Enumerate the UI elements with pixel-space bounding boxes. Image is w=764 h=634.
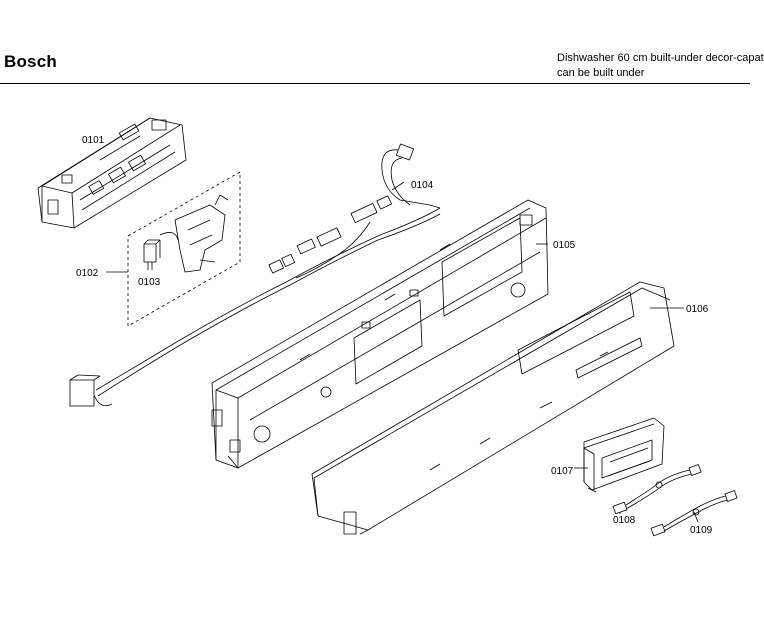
part-0102-sensor-assembly[interactable] <box>159 194 229 273</box>
label-0105: 0105 <box>553 240 576 251</box>
header-divider <box>0 83 750 84</box>
part-0106-fascia[interactable] <box>311 281 675 535</box>
label-0109: 0109 <box>690 525 713 536</box>
part-0107-display-module[interactable] <box>583 417 665 493</box>
label-0102: 0102 <box>76 268 99 279</box>
part-0103-relay[interactable] <box>143 239 161 270</box>
label-0101: 0101 <box>82 135 105 146</box>
brand-name: Bosch <box>4 52 57 71</box>
part-0108-cable[interactable] <box>612 464 702 515</box>
part-0104-wire-harness[interactable] <box>69 143 441 407</box>
part-0101-control-module[interactable] <box>37 117 187 229</box>
label-0103: 0103 <box>138 277 161 288</box>
label-0107: 0107 <box>551 466 574 477</box>
description-line-2: can be built under <box>557 67 645 79</box>
part-0109-cable[interactable] <box>650 490 738 537</box>
label-0106: 0106 <box>686 304 709 315</box>
label-0108: 0108 <box>613 515 636 526</box>
description-line-1: Dishwasher 60 cm built-under decor-capat <box>557 52 764 64</box>
part-0102-group-frame[interactable] <box>106 171 241 327</box>
leader-0104 <box>391 181 405 191</box>
part-0105-inner-panel[interactable] <box>211 199 549 469</box>
label-0104: 0104 <box>411 180 434 191</box>
leader-0109 <box>693 511 699 523</box>
model-description: Dishwasher 60 cm built-under decor-capat… <box>557 51 764 81</box>
